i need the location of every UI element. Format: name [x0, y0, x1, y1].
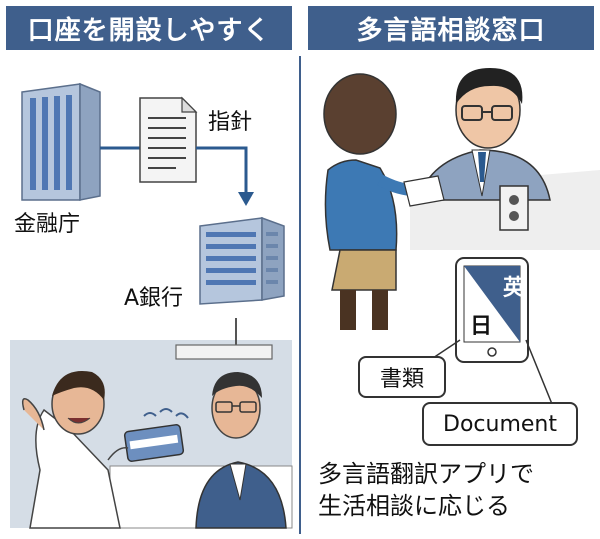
- fsa-label: 金融庁: [14, 212, 81, 237]
- fsa-building-icon: [21, 82, 101, 201]
- panel-divider: [299, 56, 301, 534]
- caption-line-1: 多言語翻訳アプリで: [318, 460, 534, 488]
- right-panel-title: 多言語相談窓口: [308, 6, 594, 50]
- bankbook-icon: [123, 408, 189, 462]
- bubble-english: Document: [422, 402, 578, 446]
- bank-building-icon: [199, 216, 285, 305]
- desk-device-icon: [499, 185, 529, 231]
- document-icon: [139, 96, 198, 183]
- guideline-arrow-icon: [196, 146, 254, 206]
- bank-teller-illustration: [195, 372, 287, 529]
- caption-line-2: 生活相談に応じる: [318, 492, 510, 520]
- customer-man-illustration: [21, 371, 189, 529]
- paper-icon: [403, 175, 445, 207]
- sign-plate: [175, 344, 273, 360]
- bubble-japanese: 書類: [358, 356, 446, 398]
- customer-woman-illustration: [323, 73, 433, 330]
- left-illustration: [10, 82, 293, 529]
- left-panel-title: 口座を開設しやすく: [6, 6, 292, 50]
- tablet-top-char: 英: [503, 276, 526, 301]
- translation-tablet-icon: [455, 257, 529, 363]
- guideline-label: 指針: [208, 110, 253, 135]
- right-illustration: [323, 68, 600, 405]
- tablet-bottom-char: 日: [470, 314, 493, 339]
- bank-label: A銀行: [124, 286, 184, 311]
